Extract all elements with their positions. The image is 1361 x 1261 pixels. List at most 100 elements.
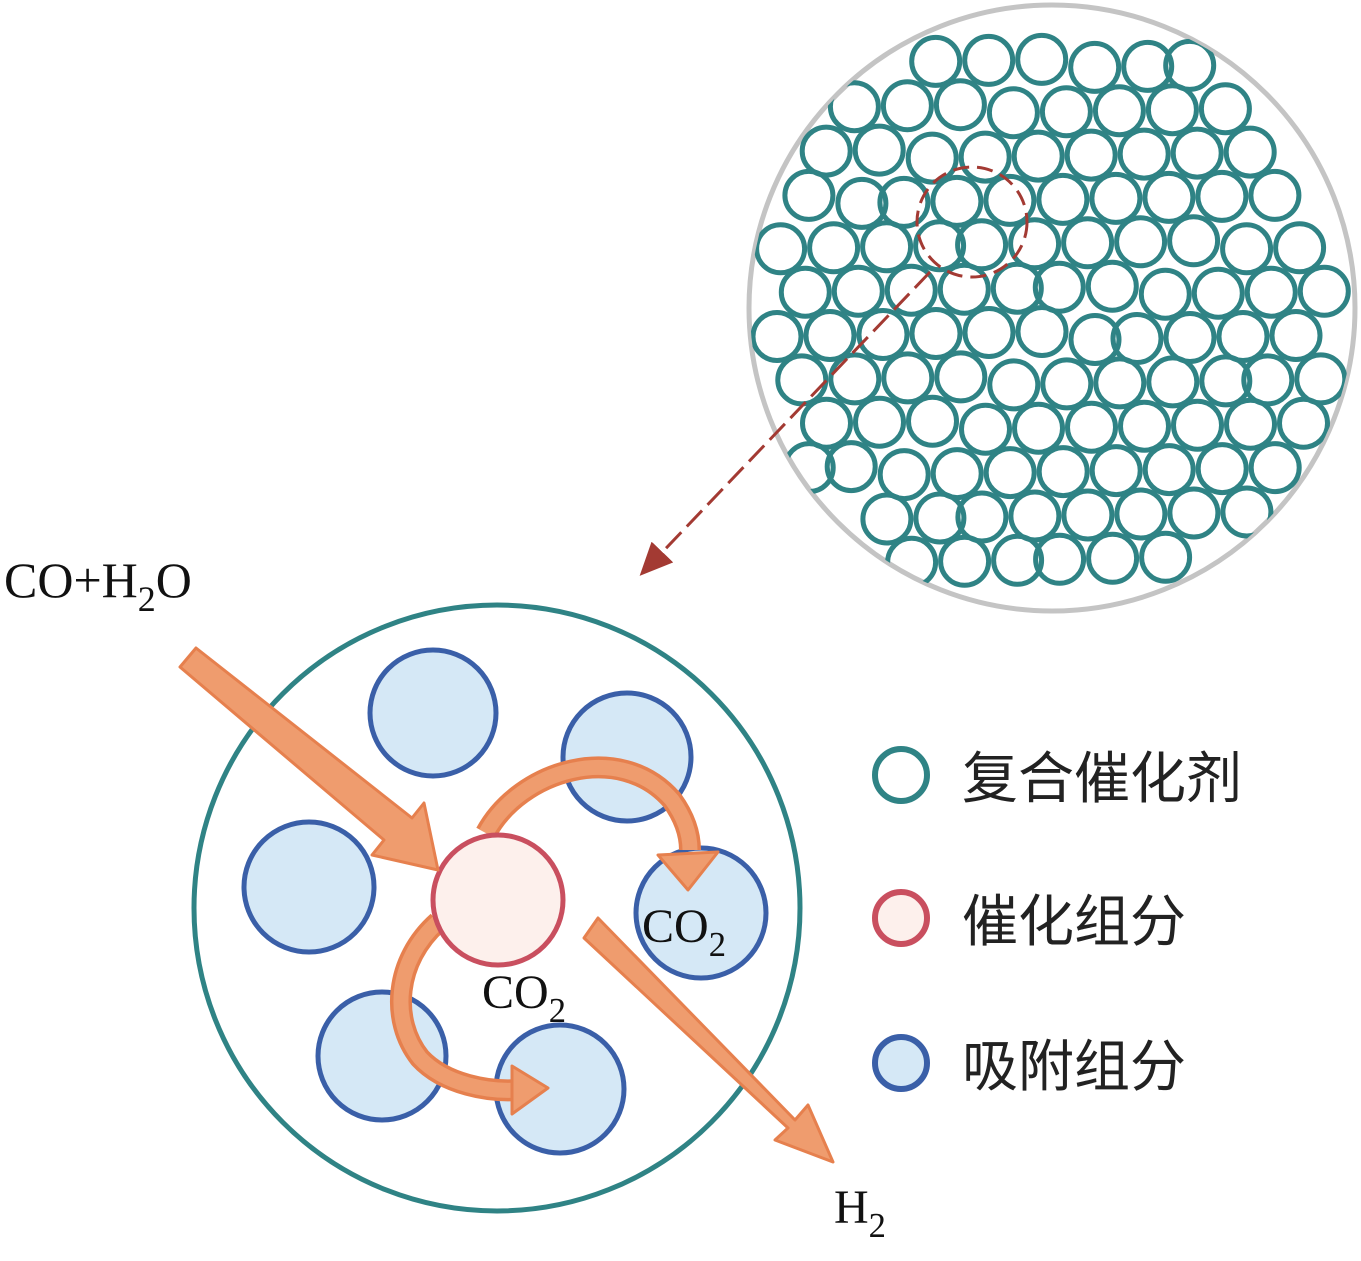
composite-catalyst-pellet bbox=[884, 263, 938, 317]
composite-catalyst-pellet bbox=[1118, 399, 1171, 453]
composite-catalyst-pellet bbox=[906, 394, 959, 448]
composite-catalyst-pellet bbox=[1092, 84, 1146, 138]
composite-catalyst-pellet bbox=[856, 308, 910, 361]
composite-catalyst-pellet bbox=[962, 306, 1016, 359]
composite-catalyst-pellet bbox=[1294, 352, 1348, 406]
zoom-region-circle bbox=[915, 165, 1029, 279]
composite-catalyst-pellet bbox=[959, 402, 1012, 456]
composite-catalyst-pellet bbox=[1171, 398, 1224, 452]
composite-catalyst-pellet bbox=[1068, 313, 1122, 366]
composite-catalyst-pellet bbox=[1033, 532, 1087, 586]
composite-catalyst-pellet bbox=[955, 218, 1009, 272]
flow-arrow-icon bbox=[582, 916, 835, 1164]
composite-catalyst-pellet bbox=[1086, 531, 1140, 585]
composite-catalyst-pellet bbox=[1085, 259, 1139, 313]
composite-catalyst-pellet bbox=[934, 350, 988, 404]
composite-catalyst-pellet bbox=[1139, 530, 1193, 584]
composite-catalyst-pellet bbox=[1068, 40, 1122, 94]
composite-catalyst-pellet bbox=[778, 265, 832, 319]
composite-catalyst-pellet bbox=[1198, 82, 1252, 136]
composite-catalyst-pellet bbox=[1146, 355, 1200, 409]
composite-catalyst-pellet bbox=[1223, 125, 1277, 179]
composite-catalyst-pellet bbox=[1015, 305, 1069, 358]
legend-catalytic-component: 催化组分 bbox=[962, 890, 1186, 955]
composite-catalyst-pellet bbox=[987, 358, 1041, 412]
composite-catalyst-pellet bbox=[1195, 442, 1249, 496]
composite-catalyst-pellet bbox=[1040, 357, 1094, 411]
dashed-zoom-arrow-icon bbox=[639, 270, 932, 576]
composite-catalyst-pellet bbox=[1142, 443, 1196, 497]
composite-catalyst-pellet bbox=[1191, 266, 1245, 320]
composite-catalyst-pellet bbox=[1121, 39, 1175, 93]
composite-catalyst-pellet bbox=[930, 447, 984, 501]
composite-catalyst-pellet bbox=[1012, 401, 1065, 455]
composite-catalyst-pellet bbox=[1011, 129, 1065, 183]
composite-catalyst-pellet bbox=[1142, 170, 1196, 224]
composite-catalyst-pellet bbox=[955, 490, 1009, 544]
curved-arrow-body bbox=[479, 759, 698, 851]
packed-bed bbox=[746, 2, 1358, 614]
composite-catalyst-pellet bbox=[824, 440, 878, 494]
composite-catalyst-pellet bbox=[1269, 309, 1323, 362]
composite-catalyst-pellet bbox=[1224, 397, 1277, 451]
composite-catalyst-pellet bbox=[958, 130, 1012, 184]
composite-catalyst-pellet bbox=[1032, 260, 1086, 314]
legend-composite-catalyst: 复合催化剂 bbox=[962, 747, 1242, 812]
composite-catalyst-pellet bbox=[750, 310, 804, 363]
composite-catalyst-pellet bbox=[880, 79, 934, 133]
composite-catalyst-pellet bbox=[909, 34, 963, 88]
co2-product-label: CO2 bbox=[482, 966, 566, 1030]
composite-catalyst-pellet bbox=[782, 168, 836, 222]
h2-output-label: H2 bbox=[834, 1181, 886, 1245]
composite-catalyst-pellet bbox=[1064, 128, 1118, 182]
composite-catalyst-pellet bbox=[1036, 172, 1090, 226]
composite-catalyst-pellet bbox=[754, 222, 808, 276]
composite-catalyst-pellet bbox=[835, 176, 889, 230]
curved-arrow-head bbox=[656, 850, 720, 892]
composite-catalyst-pellet bbox=[1061, 216, 1115, 270]
composite-catalyst-pellet bbox=[913, 219, 967, 273]
composite-catalyst-pellet bbox=[1039, 85, 1093, 139]
composite-catalyst-pellet bbox=[1008, 489, 1062, 543]
catalytic-particle bbox=[430, 832, 566, 968]
composite-catalyst-pellet bbox=[913, 491, 967, 545]
composite-catalyst-pellet bbox=[909, 307, 963, 360]
composite-catalyst-pellet bbox=[1163, 38, 1217, 92]
co2-adsorbed-label: CO2 bbox=[642, 900, 726, 964]
composite-catalyst-pellet bbox=[937, 262, 991, 316]
legend-adsorption-component: 吸附组分 bbox=[962, 1035, 1186, 1100]
composite-catalyst-pellet bbox=[853, 395, 906, 449]
composite-catalyst-pellet bbox=[799, 124, 853, 178]
composite-catalyst-pellet bbox=[1248, 168, 1302, 222]
composite-catalyst-pellet bbox=[1195, 169, 1249, 223]
composite-catalyst-pellet bbox=[983, 173, 1037, 227]
composite-catalyst-pellet bbox=[800, 396, 853, 450]
adsorption-particle bbox=[633, 845, 769, 981]
composite-catalyst-pellet bbox=[877, 175, 931, 229]
composite-catalyst-pellet bbox=[962, 33, 1016, 87]
composite-catalyst-pellet bbox=[1117, 127, 1171, 181]
composite-catalyst-pellet bbox=[1008, 217, 1062, 271]
composite-catalyst-pellet bbox=[852, 123, 906, 177]
composite-catalyst-pellet bbox=[986, 86, 1040, 140]
composite-catalyst-pellet bbox=[1061, 488, 1115, 542]
composite-catalyst-pellet bbox=[1110, 312, 1164, 365]
composite-catalyst-pellet bbox=[807, 221, 861, 275]
composite-catalyst-pellet bbox=[1167, 214, 1221, 268]
legend-adsorption-component-icon bbox=[872, 1034, 930, 1092]
composite-catalyst-pellet bbox=[1114, 215, 1168, 269]
composite-catalyst-pellet bbox=[827, 80, 881, 134]
legend: 复合催化剂 催化组分 吸附组分 bbox=[872, 746, 1242, 1100]
curved-arrow-body bbox=[393, 916, 519, 1098]
composite-catalyst-pellet bbox=[775, 353, 829, 407]
composite-catalyst-pellet bbox=[1220, 222, 1274, 276]
curved-arrow-head bbox=[510, 1064, 550, 1116]
composite-catalyst-pellet bbox=[877, 448, 931, 502]
composite-catalyst-pellet bbox=[991, 533, 1045, 587]
composite-catalyst-pellet bbox=[860, 492, 914, 546]
legend-composite-catalyst-icon bbox=[872, 746, 930, 804]
composite-catalyst-pellet bbox=[990, 261, 1044, 315]
composite-catalyst-pellet bbox=[831, 264, 885, 318]
composite-catalyst-pellet bbox=[933, 78, 987, 132]
